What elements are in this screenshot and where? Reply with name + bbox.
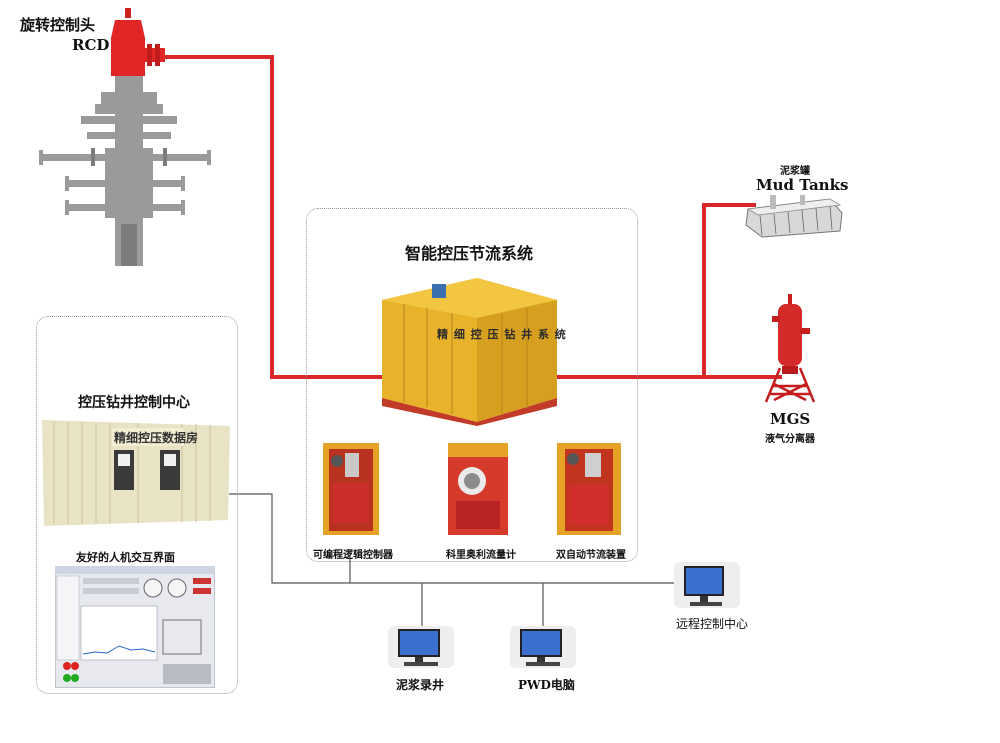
choke-system-group <box>306 208 638 562</box>
mud-tanks-icon <box>745 195 843 238</box>
coriolis-label: 科里奥利流量计 <box>446 550 516 561</box>
data-house-container: 精细控压数据房 <box>42 420 230 526</box>
flow-line-rcd-to-system <box>162 55 385 379</box>
dual-choke-label: 双自动节流装置 <box>556 550 626 561</box>
mud-logging-computer-icon <box>388 626 454 668</box>
mgs-label-cn: 液气分离器 <box>765 434 815 445</box>
plc-controller-image <box>323 443 379 535</box>
coriolis-flowmeter-image <box>448 443 508 535</box>
pwd-label: PWD电脑 <box>518 678 575 692</box>
control-center-title: 控压钻井控制中心 <box>78 395 190 411</box>
mud-tanks-label-en: Mud Tanks <box>756 176 849 194</box>
dual-choke-image <box>557 443 621 535</box>
flow-line-to-mud-tanks <box>702 203 756 377</box>
hmi-title: 友好的人机交互界面 <box>76 551 175 564</box>
choke-unit-sign: 精 细 控 压 钻 井 系 统 <box>437 328 567 341</box>
mud-tanks-label-cn: 泥浆罐 <box>780 166 810 177</box>
mud-logging-label: 泥浆录井 <box>396 678 445 692</box>
mgs-separator-icon <box>764 294 816 403</box>
hmi-screen-image <box>55 566 215 688</box>
rcd-label-en: RCD <box>72 36 110 54</box>
remote-center-label: 远程控制中心 <box>676 617 749 631</box>
choke-skid-unit: 精 细 控 压 钻 井 系 统 <box>382 278 566 426</box>
data-house-sign: 精细控压数据房 <box>114 431 199 445</box>
rcd-wellhead-icon <box>39 8 211 266</box>
control-center-group <box>36 316 238 694</box>
plc-label: 可编程逻辑控制器 <box>313 550 393 561</box>
mgs-label-en: MGS <box>770 410 811 428</box>
system-title: 智能控压节流系统 <box>405 244 534 263</box>
rcd-label-cn: 旋转控制头 <box>20 16 96 34</box>
pwd-computer-icon <box>510 626 576 668</box>
remote-center-computer-icon <box>674 562 740 608</box>
